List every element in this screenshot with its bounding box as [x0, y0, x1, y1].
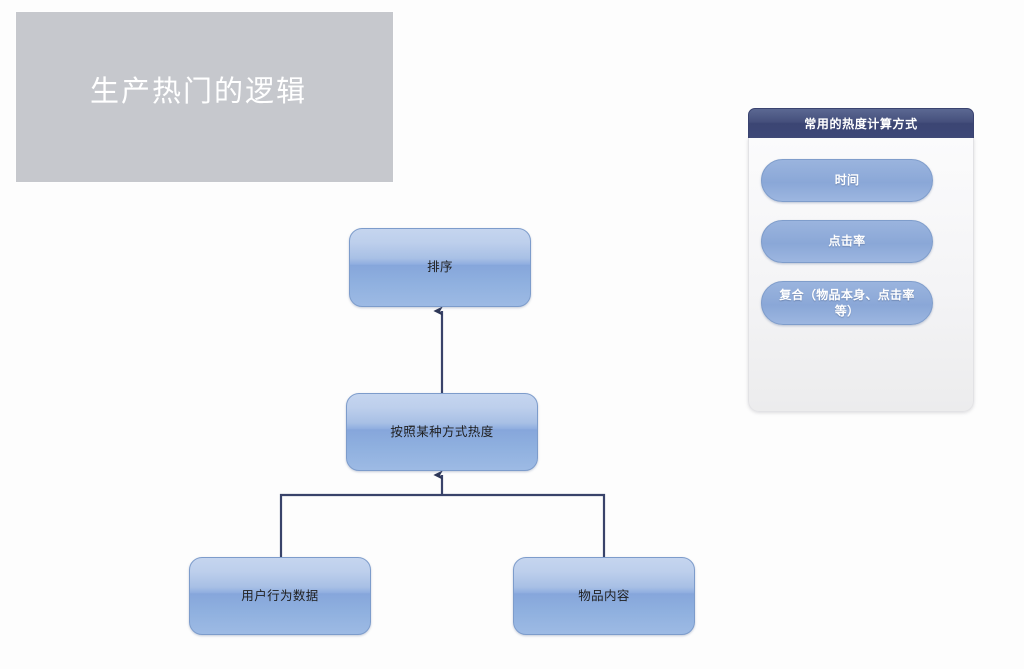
flow-node-sort-label: 排序 [427, 260, 453, 275]
panel-item-ctr-label: 点击率 [828, 234, 866, 249]
panel-item-time[interactable]: 时间 [761, 159, 933, 202]
flow-node-sort[interactable]: 排序 [349, 228, 531, 307]
flow-node-heat[interactable]: 按照某种方式热度 [346, 393, 538, 471]
panel-item-ctr[interactable]: 点击率 [761, 220, 933, 263]
flow-node-item-content[interactable]: 物品内容 [513, 557, 695, 635]
flow-node-user-behavior-label: 用户行为数据 [241, 588, 319, 603]
side-panel-header: 常用的热度计算方式 [748, 108, 974, 139]
side-panel-title: 常用的热度计算方式 [804, 117, 918, 131]
flow-node-heat-label: 按照某种方式热度 [390, 424, 494, 439]
title-banner: 生产热门的逻辑 [16, 12, 393, 182]
page-title: 生产热门的逻辑 [90, 76, 308, 108]
flow-node-user-behavior[interactable]: 用户行为数据 [189, 557, 371, 635]
panel-item-composite[interactable]: 复合（物品本身、点击率等） [761, 281, 933, 325]
panel-item-composite-label: 复合（物品本身、点击率等） [779, 287, 915, 318]
edge-bus-bottom [279, 493, 606, 557]
flow-node-item-content-label: 物品内容 [578, 588, 630, 603]
panel-item-time-label: 时间 [834, 173, 860, 188]
